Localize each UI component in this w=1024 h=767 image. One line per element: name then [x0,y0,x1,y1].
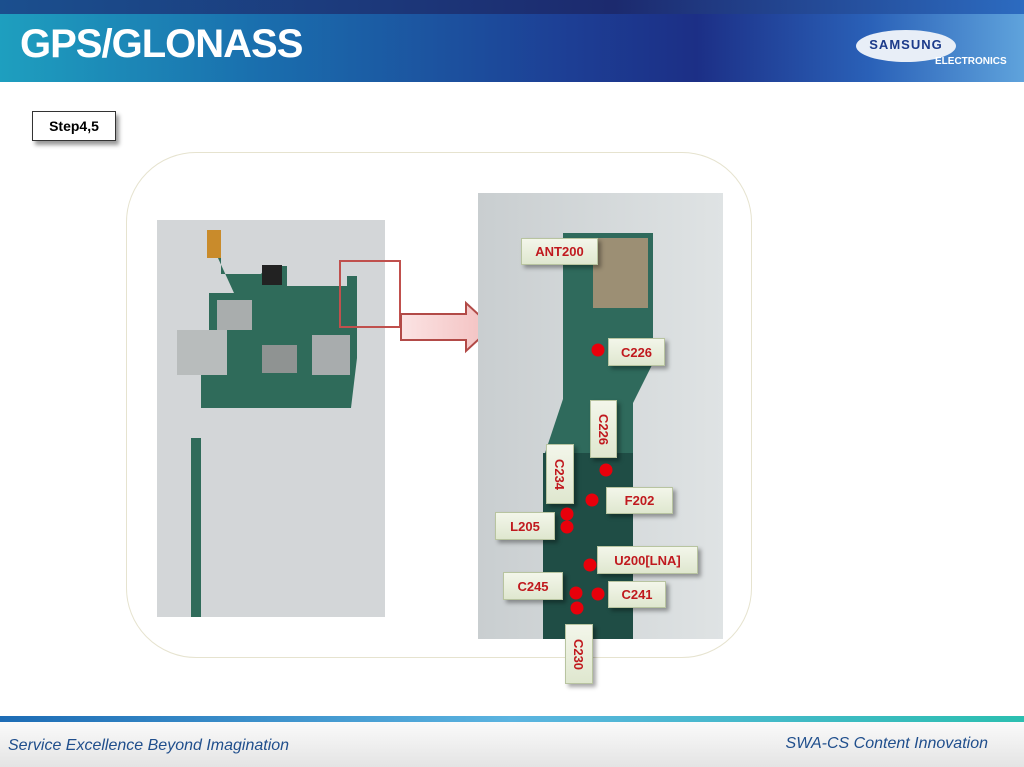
marker-c241 [591,587,605,601]
label-ant200: ANT200 [521,238,598,265]
pcb-board-image [177,230,361,713]
footer-divider [0,716,1024,722]
label-c226-vertical: C226 [590,400,617,458]
label-c241: C241 [608,581,666,608]
slide-footer [0,722,1024,767]
label-c234-text: C234 [552,458,568,490]
pcb-overview-photo [157,220,385,713]
marker-c230 [570,601,584,615]
content-frame [126,152,752,658]
footer-slogan: Service Excellence Beyond Imagination [8,737,290,754]
label-c230-text: C230 [571,638,587,670]
header-band [0,0,1024,14]
slide-header: GPS/GLONASS SAMSUNG ELECTRONICS [0,0,1024,82]
samsung-logo-sub: ELECTRONICS [935,56,1007,67]
label-c245: C245 [503,572,563,600]
step-label: Step4,5 [32,111,116,141]
label-f202: F202 [606,487,673,514]
samsung-logo: SAMSUNG [856,30,956,62]
label-c226-vertical-text: C226 [596,413,612,445]
marker-f202 [585,493,599,507]
label-c226: C226 [608,338,665,366]
label-c234: C234 [546,444,574,504]
marker-l205-a [560,507,574,521]
marker-c226-b [599,463,613,477]
marker-c226 [591,343,605,357]
label-l205: L205 [495,512,555,540]
marker-u200 [583,558,597,572]
footer-credit: SWA-CS Content Innovation [785,735,988,752]
marker-l205-b [560,520,574,534]
label-u200-lna: U200[LNA] [597,546,698,574]
highlight-box [339,260,401,328]
slide-title: GPS/GLONASS [20,22,303,66]
label-c230: C230 [565,624,593,684]
marker-c245 [569,586,583,600]
